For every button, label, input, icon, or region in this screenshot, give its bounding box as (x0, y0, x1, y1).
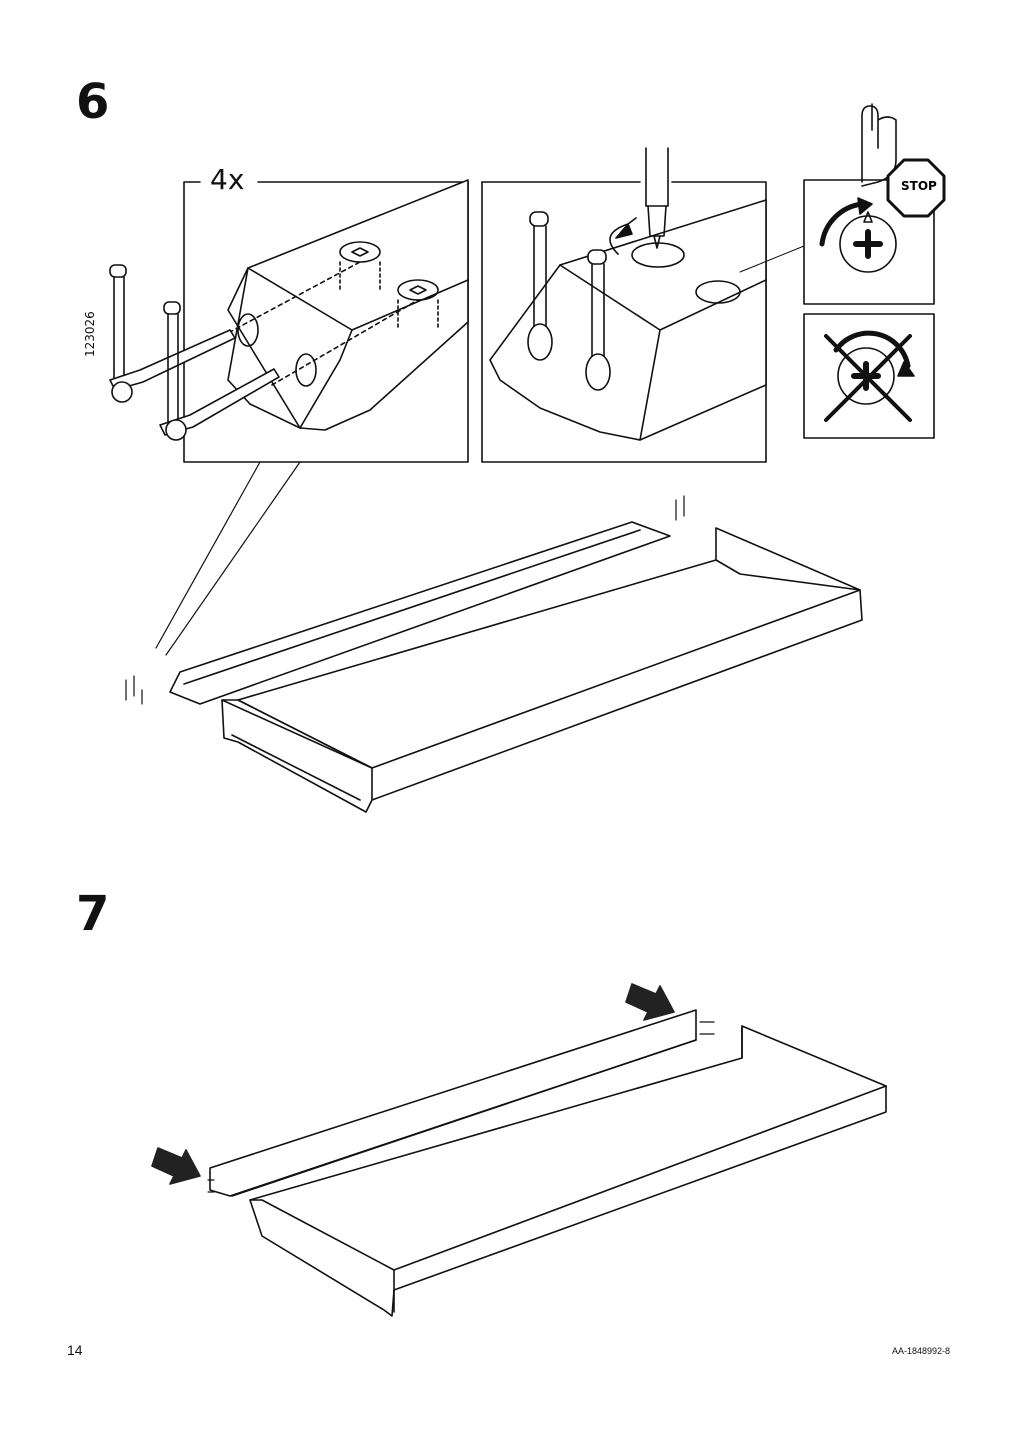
step-6-frame-drawing (125, 495, 863, 813)
push-arrow-icon (625, 983, 675, 1021)
detail-panel-tighten (481, 147, 767, 463)
stop-label: STOP (901, 179, 937, 193)
detail-panel-cam-insert (109, 179, 469, 463)
part-number: 123026 (83, 311, 97, 357)
dowel-screw-icon (159, 301, 280, 441)
no-overtighten-icon (803, 313, 935, 439)
dowel-screw-icon (585, 249, 611, 391)
step-7-frame-drawing (151, 983, 887, 1317)
stop-sign-icon (886, 158, 946, 218)
dowel-screw-icon (527, 211, 553, 361)
screwdriver-icon (645, 147, 669, 249)
quantity-label: 4x (206, 163, 249, 196)
hand-icon (861, 103, 897, 187)
push-arrow-icon (151, 1147, 201, 1185)
dowel-screw-icon (109, 264, 236, 403)
step-6-number: 6 (76, 74, 110, 130)
step-7-number: 7 (76, 886, 110, 942)
page-number: 14 (67, 1342, 83, 1358)
document-id: AA-1848992-8 (891, 1346, 950, 1356)
